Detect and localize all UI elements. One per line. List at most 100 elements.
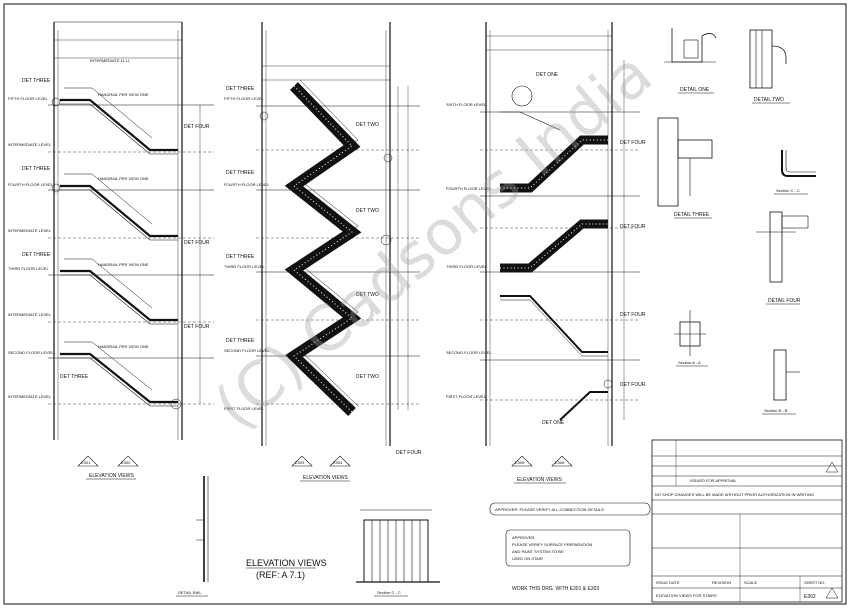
approver-box-line: AND PAINT SYSTEM TO BE (512, 549, 564, 554)
detail-callout: DET THREE (22, 166, 51, 172)
title-block-row: SHEET NO. (804, 580, 826, 585)
elevation-view-2: FIFTH FLOOR LEVEL FOURTH FLOOR LEVEL THI… (224, 22, 422, 482)
detail-title: DETAIL TWO (754, 97, 784, 103)
view-flags-3: E305 E306 (511, 455, 573, 467)
section-title: Section C - C (776, 188, 800, 193)
detail-callout: DET THREE (226, 86, 255, 92)
section-title: Section B - B (764, 408, 788, 413)
floor-label: FOURTH FLOOR LEVEL (224, 182, 270, 187)
detail-callout: DET FOUR (184, 240, 210, 246)
floor-label: SECOND FLOOR LEVEL (446, 350, 492, 355)
floor-label: FIRST FLOOR LEVEL (224, 406, 265, 411)
detail-callout: DET THREE (226, 338, 255, 344)
watermark: (C) Cadsons India (201, 37, 666, 444)
view-flag: E305 (515, 460, 525, 465)
stair-flights-view-2 (284, 79, 362, 416)
floor-label: FOURTH FLOOR LEVEL (446, 186, 492, 191)
handrail-note: HANDRAIL PER VIEW ONE (98, 176, 149, 181)
title-block: ISSUED FOR APPROVAL NO SHOP CHANGES WILL… (651, 439, 843, 603)
detail-one: DETAIL ONE (664, 28, 717, 94)
detail-callout: DET THREE (60, 374, 89, 380)
detail-rail: DETAIL RAIL (176, 476, 209, 597)
floor-label: INTERMEDIATE LEVEL (8, 312, 52, 317)
detail-callout: DET FOUR (620, 224, 646, 230)
handrail-note: HANDRAIL PER VIEW ONE (98, 344, 149, 349)
view-flags-1: E301 E302 (77, 455, 139, 467)
detail-two: DETAIL TWO (749, 29, 790, 104)
detail-callout: DET THREE (22, 252, 51, 258)
elevation-views-reference: ELEVATION VIEWS (REF: A 7.1) (246, 558, 327, 580)
section-c-detail: Section C - C (774, 150, 816, 195)
detail-callout: DET THREE (22, 78, 51, 84)
detail-callout: DET TWO (356, 208, 379, 214)
detail-four: DETAIL FOUR (756, 211, 809, 305)
view-flag: E303 (295, 460, 305, 465)
view-title: ELEVATION VIEWS (303, 475, 348, 481)
detail-callout: DET FOUR (620, 382, 646, 388)
view-flags-2: E303 E304 (291, 455, 351, 467)
detail-title: DETAIL RAIL (178, 590, 202, 595)
floor-label: SECOND FLOOR LEVEL (8, 350, 54, 355)
stair-flights-view-1 (60, 87, 178, 407)
view-flag: E302 (121, 460, 131, 465)
detail-title: DETAIL FOUR (768, 298, 801, 304)
elevation-view-3: SIXTH FLOOR LEVEL FOURTH FLOOR LEVEL THI… (446, 22, 646, 484)
approver-box-line: USED ON STAIR (512, 556, 543, 561)
elevation-view-1: FIFTH FLOOR LEVEL INTERMEDIATE LEVEL FOU… (8, 21, 214, 480)
floor-label: SECOND FLOOR LEVEL (224, 348, 270, 353)
floor-label: THIRD FLOOR LEVEL (8, 266, 49, 271)
title-block-row: SCALE (744, 580, 757, 585)
floor-label: SIXTH FLOOR LEVEL (446, 102, 487, 107)
section-title: Section A - A (678, 360, 701, 365)
project-line: ELEVATION VIEWS FOR STAIRS (656, 593, 717, 598)
section-c-railing: Section C - C (356, 509, 440, 597)
detail-callout: DET ONE (542, 420, 565, 426)
detail-callout: DET FOUR (620, 140, 646, 146)
changes-note: NO SHOP CHANGES WILL BE MADE WITHOUT PRI… (655, 492, 814, 497)
stair-dimension-label: INTERMEDIATE 11 LL (90, 58, 131, 63)
detail-callout: DET FOUR (620, 312, 646, 318)
detail-callout: DET FOUR (396, 450, 422, 456)
detail-callout: DET THREE (226, 170, 255, 176)
view-flag: E301 (81, 460, 91, 465)
detail-title: DETAIL ONE (680, 87, 710, 93)
elevation-ref-code: (REF: A 7.1) (256, 570, 305, 580)
floor-label: INTERMEDIATE LEVEL (8, 394, 52, 399)
detail-three: DETAIL THREE (657, 117, 713, 219)
approver-box-line: PLEASE VERIFY SURFACE PREPARATION (512, 542, 592, 547)
sheet-border (3, 3, 847, 605)
floor-label: THIRD FLOOR LEVEL (446, 264, 487, 269)
detail-callout: DET TWO (356, 374, 379, 380)
stair-flights-view-3 (500, 111, 608, 421)
approver-note: APPROVER: PLEASE VERIFY ALL CONNECTION D… (495, 507, 604, 512)
detail-callout: DET TWO (356, 292, 379, 298)
handrail-note: HANDRAIL PER VIEW ONE (98, 262, 149, 267)
floor-label: INTERMEDIATE LEVEL (8, 142, 52, 147)
approver-box-line: APPROVER: (512, 535, 535, 540)
detail-callout: DET FOUR (184, 324, 210, 330)
notes: APPROVER: PLEASE VERIFY ALL CONNECTION D… (489, 502, 651, 592)
section-a-detail: Section A - A (674, 310, 708, 367)
handrail-note: HANDRAIL PER VIEW ONE (98, 92, 149, 97)
section-b-detail: Section B - B (762, 349, 800, 415)
floor-label: FIRST FLOOR LEVEL (446, 394, 487, 399)
section-title: Section C - C (377, 590, 401, 595)
detail-title: DETAIL THREE (674, 212, 710, 218)
detail-callout: DET TWO (356, 122, 379, 128)
elevation-ref-title: ELEVATION VIEWS (246, 558, 327, 568)
title-block-row: ISSUE DATE (656, 580, 680, 585)
floor-label: FIFTH FLOOR LEVEL (224, 96, 265, 101)
view-title: ELEVATION VIEWS (89, 473, 134, 479)
floor-label: FOURTH FLOOR LEVEL (8, 182, 54, 187)
floor-label: THIRD FLOOR LEVEL (224, 264, 265, 269)
view-flag: E304 (333, 460, 343, 465)
work-note: WORK THIS DRG. WITH E301 & E303 (512, 586, 599, 592)
detail-callout: DET FOUR (184, 124, 210, 130)
view-flag: E306 (555, 460, 565, 465)
floor-label: INTERMEDIATE LEVEL (8, 228, 52, 233)
revision-note: ISSUED FOR APPROVAL (690, 478, 737, 483)
detail-callout: DET THREE (226, 254, 255, 260)
floor-label: FIFTH FLOOR LEVEL (8, 96, 49, 101)
detail-callout: DET ONE (536, 72, 559, 78)
